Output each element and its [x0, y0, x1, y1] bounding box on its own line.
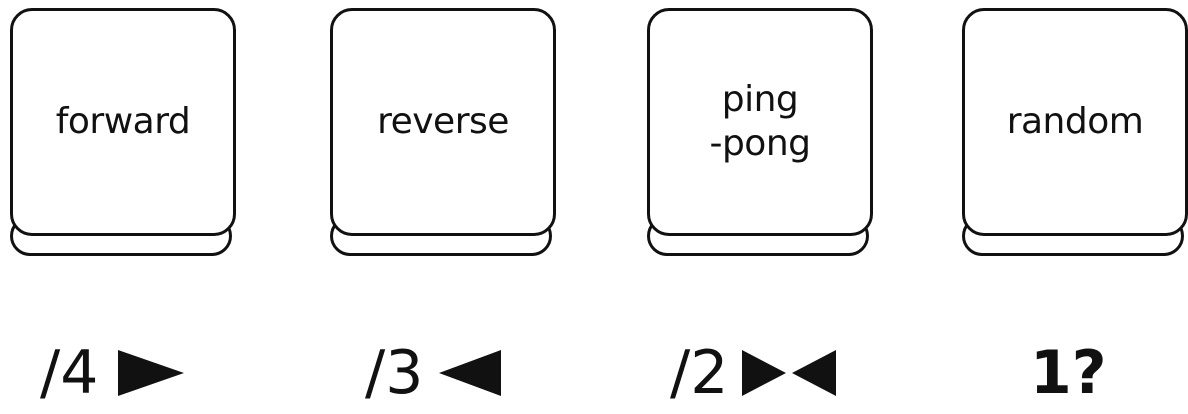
legend-ping-pong: /2 — [670, 338, 838, 408]
division-label: /2 — [670, 338, 729, 408]
legend-random: 1? — [1030, 338, 1107, 408]
key-forward[interactable]: forward — [10, 8, 236, 258]
key-random[interactable]: random — [962, 8, 1188, 258]
key-cap[interactable]: reverse — [330, 8, 556, 236]
key-label-line-1: ping — [721, 79, 799, 120]
play-left-icon — [439, 350, 502, 396]
key-ping-pong[interactable]: ping -pong — [647, 8, 873, 258]
key-cap[interactable]: ping -pong — [647, 8, 873, 236]
division-label: /4 — [40, 338, 99, 408]
legend-forward: /4 — [40, 338, 186, 408]
play-right-icon — [118, 350, 185, 396]
key-label: forward — [55, 101, 191, 142]
random-label: 1? — [1030, 338, 1107, 408]
key-cap[interactable]: forward — [10, 8, 236, 236]
key-label: random — [1006, 101, 1144, 142]
bowtie-icon — [742, 350, 837, 396]
key-reverse[interactable]: reverse — [330, 8, 556, 258]
key-label-line-2: -pong — [709, 123, 811, 164]
legend-reverse: /3 — [365, 338, 503, 408]
division-label: /3 — [365, 338, 424, 408]
key-label: reverse — [377, 101, 509, 142]
key-cap[interactable]: random — [962, 8, 1188, 236]
